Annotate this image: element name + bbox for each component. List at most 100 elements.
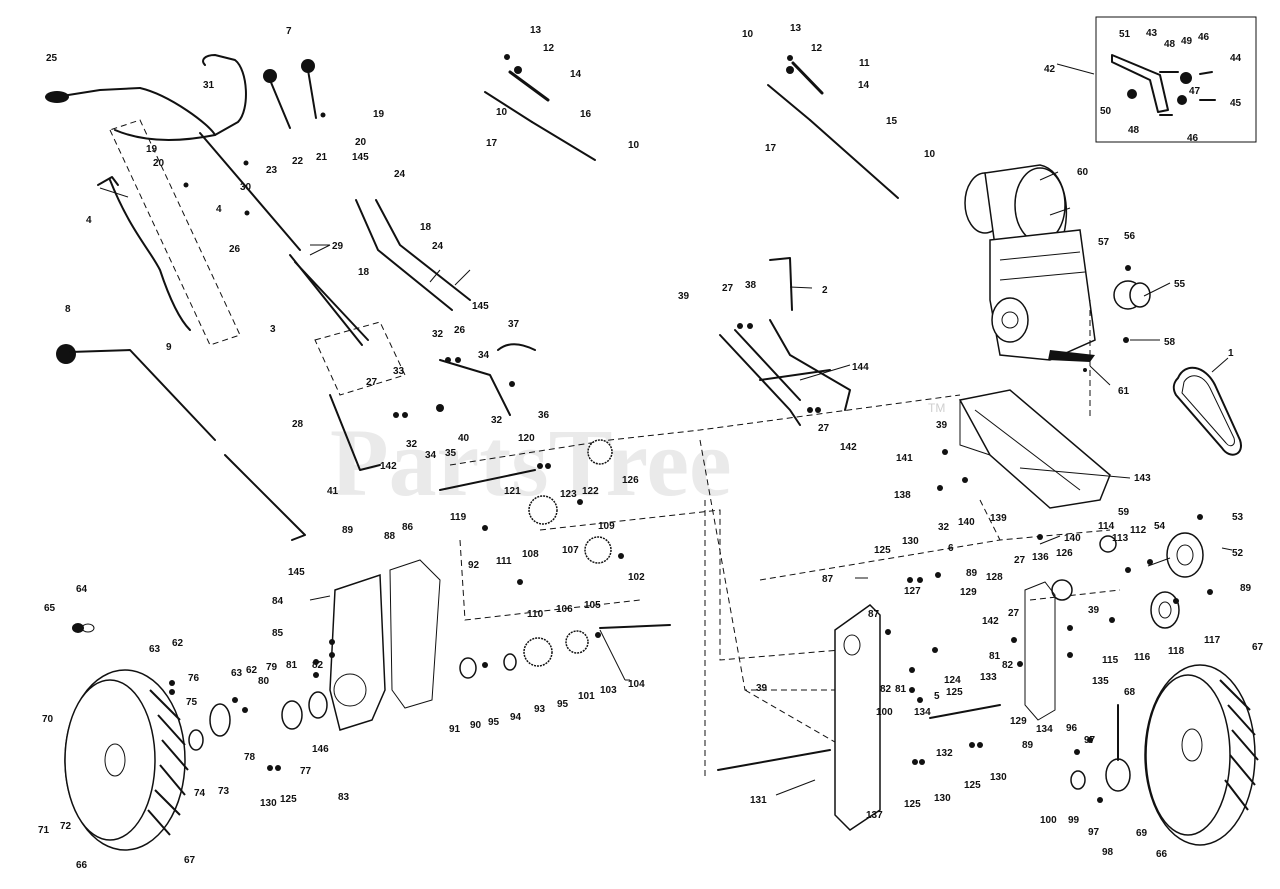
label-124: 124 xyxy=(944,675,961,686)
label-66a: 66 xyxy=(76,860,88,871)
label-123: 123 xyxy=(560,489,577,500)
right-pulleys xyxy=(1150,532,1204,629)
label-67a: 67 xyxy=(184,855,196,866)
label-47: 47 xyxy=(1189,86,1201,97)
label-18a: 18 xyxy=(420,222,432,233)
label-107: 107 xyxy=(562,545,579,556)
label-98: 98 xyxy=(1102,847,1114,858)
label-13b: 13 xyxy=(790,23,802,34)
label-10d: 10 xyxy=(924,149,936,160)
label-6: 6 xyxy=(948,543,954,554)
label-106: 106 xyxy=(556,604,573,615)
label-34a: 34 xyxy=(478,350,490,361)
knob-7a xyxy=(263,69,277,83)
label-125d: 125 xyxy=(904,799,921,810)
label-83: 83 xyxy=(338,792,350,803)
label-97b: 97 xyxy=(1088,827,1100,838)
label-15: 15 xyxy=(886,116,898,127)
label-38: 38 xyxy=(745,280,757,291)
label-37: 37 xyxy=(508,319,520,330)
label-119: 119 xyxy=(450,512,467,523)
label-20a: 20 xyxy=(355,137,367,148)
label-125c: 125 xyxy=(964,780,981,791)
hardware-dots xyxy=(169,54,1213,803)
label-26a: 26 xyxy=(229,244,241,255)
label-35: 35 xyxy=(445,448,457,459)
label-49: 49 xyxy=(1181,36,1193,47)
label-130a: 130 xyxy=(902,536,919,547)
kit-parts xyxy=(1111,54,1216,116)
label-55: 55 xyxy=(1174,279,1186,290)
label-65: 65 xyxy=(44,603,56,614)
label-27d: 27 xyxy=(1014,555,1026,566)
label-95b: 95 xyxy=(557,699,569,710)
label-139: 139 xyxy=(990,513,1007,524)
label-99: 99 xyxy=(1068,815,1080,826)
label-61: 61 xyxy=(1118,386,1130,397)
label-1: 1 xyxy=(1228,348,1234,359)
label-32c: 32 xyxy=(491,415,503,426)
label-75: 75 xyxy=(186,697,198,708)
label-92: 92 xyxy=(468,560,480,571)
label-27c: 27 xyxy=(818,423,830,434)
engine xyxy=(964,164,1096,362)
label-39b: 39 xyxy=(936,420,948,431)
label-73: 73 xyxy=(218,786,230,797)
label-88: 88 xyxy=(384,531,396,542)
label-132: 132 xyxy=(936,748,953,759)
label-81b: 81 xyxy=(895,684,907,695)
label-10b: 10 xyxy=(628,140,640,151)
label-87b: 87 xyxy=(868,609,880,620)
label-105: 105 xyxy=(584,600,601,611)
label-134b: 134 xyxy=(1036,724,1053,735)
label-94: 94 xyxy=(510,712,522,723)
label-79: 79 xyxy=(266,662,278,673)
label-10a: 10 xyxy=(496,107,508,118)
main-frame xyxy=(958,389,1111,509)
label-134a: 134 xyxy=(914,707,931,718)
label-58: 58 xyxy=(1164,337,1176,348)
label-18b: 18 xyxy=(358,267,370,278)
label-133: 133 xyxy=(980,672,997,683)
label-48a: 48 xyxy=(1164,39,1176,50)
label-27e: 27 xyxy=(1008,608,1020,619)
label-128: 128 xyxy=(986,572,1003,583)
label-5: 5 xyxy=(934,691,940,702)
label-44: 44 xyxy=(1230,53,1242,64)
label-129b: 129 xyxy=(1010,716,1027,727)
label-81a: 81 xyxy=(286,660,298,671)
label-101: 101 xyxy=(578,691,595,702)
label-12b: 12 xyxy=(811,43,823,54)
label-81c: 81 xyxy=(989,651,1001,662)
label-42: 42 xyxy=(1044,64,1056,75)
watermark-text: PartsTree xyxy=(330,409,732,516)
label-14a: 14 xyxy=(570,69,582,80)
label-80: 80 xyxy=(258,676,270,687)
drive-belt xyxy=(1172,366,1242,456)
left-gear-case xyxy=(329,559,441,731)
label-74: 74 xyxy=(194,788,206,799)
label-24b: 24 xyxy=(432,241,444,252)
label-136: 136 xyxy=(1032,552,1049,563)
label-11: 11 xyxy=(859,58,870,69)
label-52: 52 xyxy=(1232,548,1244,559)
label-43: 43 xyxy=(1146,28,1158,39)
part-number-labels: 1 2 3 4 4 5 6 7 8 9 10 10 10 10 11 12 12… xyxy=(38,23,1264,871)
label-127: 127 xyxy=(904,586,921,597)
kit-box xyxy=(1095,16,1257,143)
label-10c: 10 xyxy=(742,29,754,40)
label-69: 69 xyxy=(1136,828,1148,839)
label-56: 56 xyxy=(1124,231,1136,242)
label-131: 131 xyxy=(750,795,767,806)
label-85: 85 xyxy=(272,628,284,639)
label-89b: 89 xyxy=(966,568,978,579)
label-51: 51 xyxy=(1119,29,1131,40)
label-93: 93 xyxy=(534,704,546,715)
label-72: 72 xyxy=(60,821,72,832)
knob-7b xyxy=(301,59,315,73)
label-45: 45 xyxy=(1230,98,1242,109)
label-91: 91 xyxy=(449,724,461,735)
label-125e: 125 xyxy=(280,794,297,805)
label-17b: 17 xyxy=(765,143,777,154)
center-shafts xyxy=(439,469,1001,771)
